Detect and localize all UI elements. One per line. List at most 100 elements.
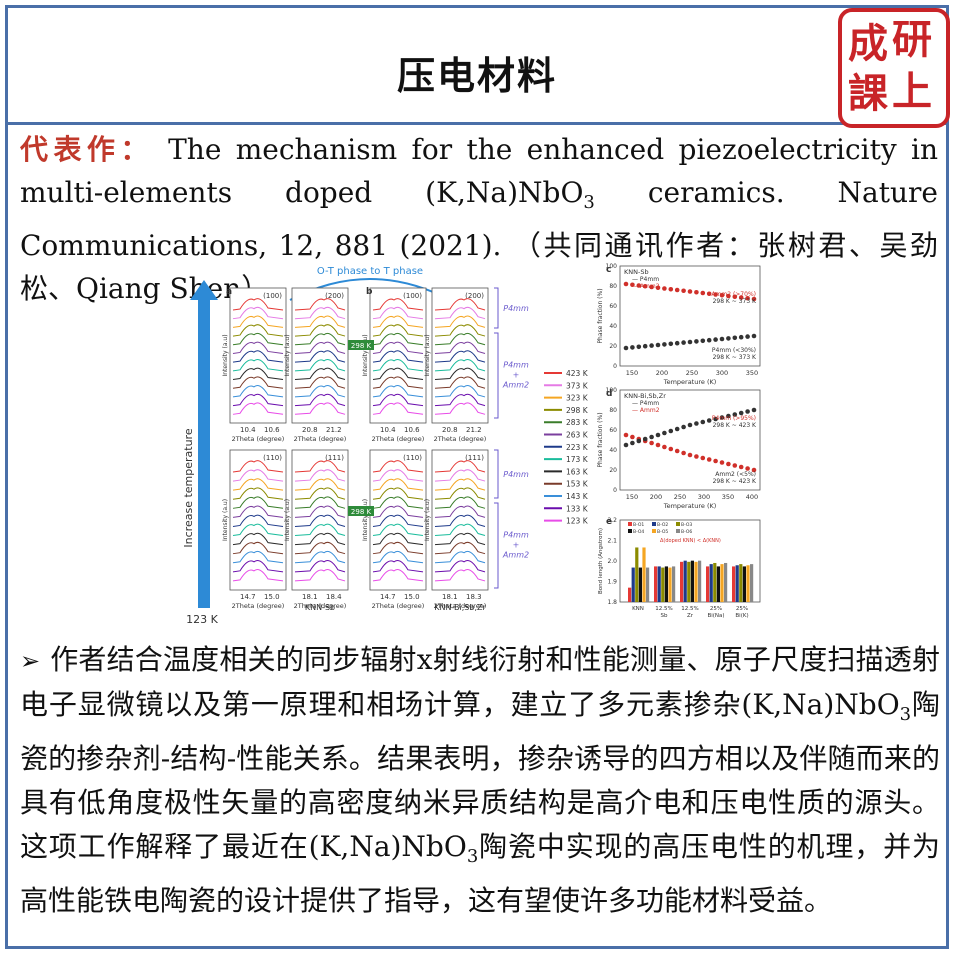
sample-label-left: KNN-Sb (305, 603, 335, 612)
xrd-tick-label: 10.6 (264, 426, 280, 434)
xrd-curve (232, 559, 284, 573)
phase-annotation: Amm2 (<5%) (715, 471, 756, 478)
legend-label: 123 K (566, 517, 589, 526)
xrd-tick-label: 10.6 (404, 426, 420, 434)
xrd-y-label: Intensity (a.u) (362, 499, 369, 541)
p4mm-point (687, 422, 693, 428)
xrd-subpanel (291, 449, 349, 591)
xrd-curve (372, 376, 424, 389)
p4mm-point (738, 334, 744, 340)
phase-label: Amm2 (502, 551, 529, 560)
xrd-x-label: 2Theta (degree) (434, 602, 487, 610)
xrd-curve (372, 324, 424, 337)
temp-marker-label: 298 K (351, 342, 372, 350)
xrd-curve (294, 385, 346, 398)
xrd-curve (372, 332, 424, 346)
amm2-point (694, 289, 699, 295)
p4mm-point (630, 345, 635, 350)
bond-bar (698, 560, 702, 602)
xrd-curve (232, 523, 284, 537)
amm2-point (700, 290, 706, 296)
xrd-curve (294, 324, 346, 337)
bond-category-label: 12.5% (681, 606, 698, 612)
bond-bar (735, 565, 739, 602)
xrd-subpanel (229, 449, 287, 591)
bond-legend-label: B-O5 (657, 529, 668, 535)
xrd-tick-label: 20.8 (442, 426, 458, 434)
xrd-curve (294, 376, 346, 389)
amm2-point (636, 283, 642, 288)
phase-y-tick: 20 (609, 343, 617, 350)
legend-label: 223 K (566, 443, 589, 452)
xrd-subpanel (229, 287, 287, 424)
bond-bar (713, 562, 717, 602)
amm2-point (745, 466, 750, 471)
legend-label: 263 K (566, 431, 589, 440)
xrd-curve (372, 460, 424, 473)
amm2-point (706, 457, 712, 462)
bond-bar (706, 566, 710, 602)
bond-bar (732, 566, 736, 602)
subscript: 3 (899, 704, 912, 725)
amm2-point (694, 454, 699, 459)
xrd-curve (372, 569, 424, 582)
p4mm-point (668, 341, 674, 347)
xrd-curve (232, 487, 284, 500)
legend-label: 143 K (566, 492, 589, 501)
xrd-curve (434, 367, 486, 381)
phase-annotation: 298 K ~ 423 K (713, 478, 757, 485)
title-bar: 压电材料 (5, 5, 949, 125)
legend-label: 423 K (566, 369, 589, 378)
representative-text-2: ceramics. Nature Communications, 12, 881… (20, 176, 938, 305)
bond-bar (657, 566, 661, 602)
xrd-curve (294, 550, 346, 564)
phase-annotation: 298 K ~ 373 K (713, 354, 757, 361)
xrd-curve (372, 541, 424, 555)
hkl-label: (200) (325, 292, 344, 300)
amm2-point (655, 442, 661, 448)
xrd-subpanel (431, 287, 489, 424)
xrd-curve (232, 569, 284, 582)
summary-text-1: 作者结合温度相关的同步辐射x射线衍射和性能测量、原子尺度扫描透射电子显微镜以及第… (20, 643, 940, 721)
bond-legend-label: B-O1 (633, 522, 644, 528)
xrd-y-label: Intensity (a.u) (284, 499, 291, 541)
p4mm-point (751, 407, 757, 413)
xrd-curve (232, 550, 284, 564)
representative-label: 代表作： (20, 133, 154, 166)
phase-y-tick: 80 (609, 283, 617, 290)
p4mm-point (649, 343, 654, 348)
xrd-curve (434, 469, 486, 482)
hkl-label: (110) (263, 454, 282, 462)
phase-label: P4mm (503, 304, 529, 313)
xrd-curve (232, 505, 284, 518)
hkl-label: (100) (263, 292, 282, 300)
amm2-point (706, 291, 712, 297)
amm2-point (642, 283, 648, 289)
bond-bar (690, 560, 694, 602)
amm2-point (623, 432, 629, 438)
phase-y-tick: 20 (609, 467, 617, 474)
phase-x-tick: 300 (698, 493, 710, 501)
panel-label: e (606, 517, 612, 527)
xrd-curve (232, 393, 284, 407)
xrd-y-label: Intensity (a.u) (362, 334, 369, 376)
xrd-tick-label: 10.4 (240, 426, 256, 434)
amm2-point (681, 450, 686, 456)
xrd-curve (434, 541, 486, 555)
bond-bar (716, 566, 720, 602)
bond-y-tick: 1.8 (607, 599, 617, 606)
bond-legend-label: B-O6 (681, 529, 692, 535)
xrd-curve (232, 460, 284, 473)
panel-label-b: b (366, 287, 373, 297)
bond-bar (661, 567, 665, 602)
amm2-point (649, 440, 654, 446)
legend-label: 373 K (566, 381, 589, 390)
legend-label: 323 K (566, 394, 589, 403)
xrd-curve (232, 532, 284, 546)
phase-y-tick: 0 (613, 363, 617, 370)
xrd-x-label: 2Theta (degree) (232, 435, 285, 443)
seal-char: 上 (892, 68, 932, 115)
p4mm-point (694, 339, 699, 344)
xrd-curve (434, 350, 486, 363)
